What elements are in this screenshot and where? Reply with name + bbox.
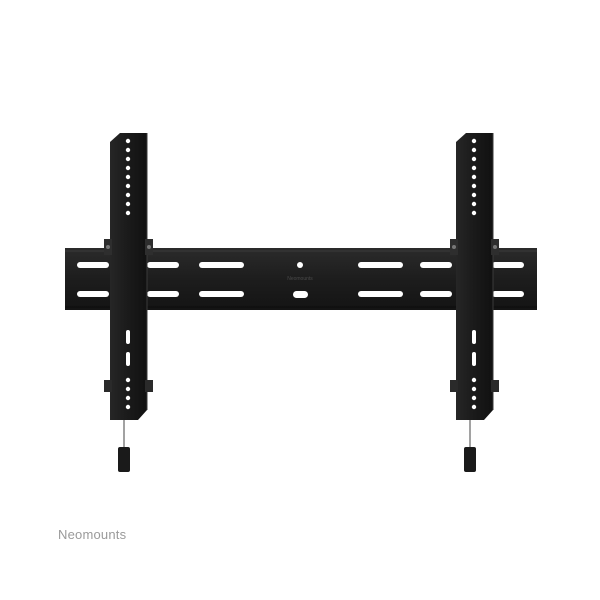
plate-engraving: Neomounts	[287, 276, 313, 282]
right-arm	[450, 133, 499, 472]
left-arm	[104, 133, 153, 472]
brand-caption: Neomounts	[58, 527, 127, 542]
left-pull-tab	[118, 447, 130, 472]
right-pull-tab	[464, 447, 476, 472]
